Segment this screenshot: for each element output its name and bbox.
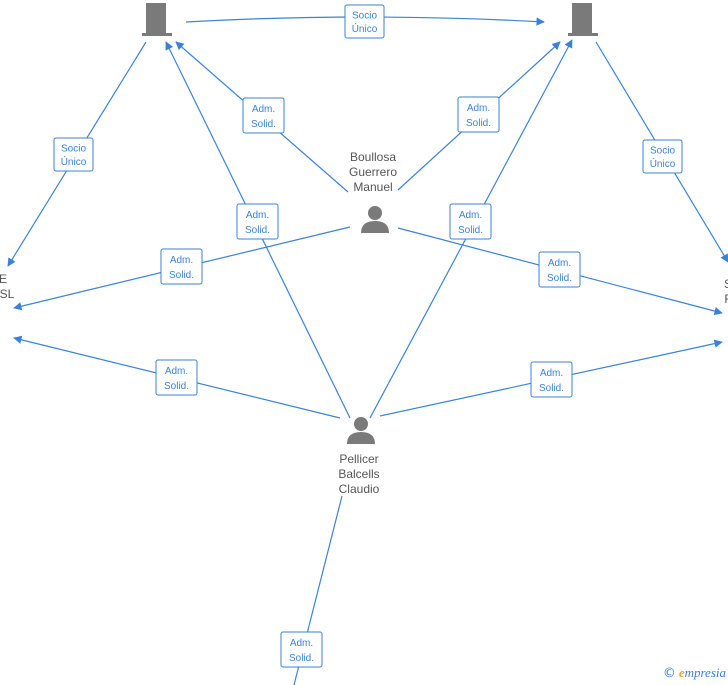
brand-name: mpresia	[684, 665, 726, 680]
company-name-line: F	[724, 292, 728, 306]
svg-text:Adm.: Adm.	[170, 255, 193, 266]
svg-text:Adm.: Adm.	[290, 638, 313, 649]
edge-label-e5: Adm. Solid.	[457, 96, 500, 133]
svg-text:Solid.: Solid.	[245, 225, 270, 236]
person-name-line: Pellicer	[339, 452, 378, 466]
svg-text:Adm.: Adm.	[540, 368, 563, 379]
building-icon[interactable]	[568, 3, 598, 36]
edge-label-e6: Adm. Solid.	[236, 203, 279, 240]
edge-label-e12: Adm. Solid.	[280, 631, 323, 668]
person-name-line: Guerrero	[349, 165, 397, 179]
person-name-line: Claudio	[339, 482, 380, 496]
svg-text:Solid.: Solid.	[289, 653, 314, 664]
building-icon[interactable]	[142, 3, 172, 36]
company-name-line: S	[724, 277, 728, 291]
edge-label-e1: Socio Único	[344, 4, 385, 39]
svg-text:Solid.: Solid.	[547, 273, 572, 284]
svg-text:Único: Único	[352, 22, 378, 35]
svg-text:Adm.: Adm.	[459, 210, 482, 221]
svg-text:Socio: Socio	[352, 11, 377, 22]
edge-label-e7: Adm. Solid.	[449, 203, 492, 240]
svg-text:Solid.: Solid.	[164, 381, 189, 392]
svg-text:Único: Único	[61, 155, 87, 168]
svg-text:Solid.: Solid.	[169, 270, 194, 281]
person-name-line: Balcells	[338, 467, 379, 481]
svg-text:Adm.: Adm.	[165, 366, 188, 377]
edge-label-e2: Socio Único	[53, 137, 94, 172]
edge-label-e4: Adm. Solid.	[242, 97, 285, 134]
svg-text:Solid.: Solid.	[539, 383, 564, 394]
edge-label-e10: Adm. Solid.	[155, 359, 198, 396]
person-icon	[347, 417, 375, 444]
svg-text:Socio: Socio	[650, 146, 675, 157]
edge-label-e9: Adm. Solid.	[538, 251, 581, 288]
svg-text:Socio: Socio	[61, 144, 86, 155]
company-name-line: E	[0, 272, 7, 286]
company-node-left-partial[interactable]: E SL	[0, 272, 15, 301]
edge-label-e11: Adm. Solid.	[530, 361, 573, 398]
company-node-right-partial[interactable]: S F	[724, 277, 728, 306]
person-name-line: Boullosa	[350, 150, 396, 164]
svg-text:Adm.: Adm.	[246, 210, 269, 221]
edge-label-e8: Adm. Solid.	[160, 248, 203, 285]
svg-text:Solid.: Solid.	[251, 119, 276, 130]
company-name-line: SL	[0, 287, 15, 301]
svg-text:Único: Único	[650, 157, 676, 170]
svg-text:Adm.: Adm.	[548, 258, 571, 269]
svg-text:Adm.: Adm.	[252, 104, 275, 115]
person-icon	[361, 206, 389, 233]
person-node-boullosa[interactable]: Boullosa Guerrero Manuel	[349, 150, 397, 233]
person-node-pellicer[interactable]: Pellicer Balcells Claudio	[338, 417, 380, 496]
brand-logo: ©empresia	[663, 665, 726, 681]
svg-text:Adm.: Adm.	[467, 103, 490, 114]
brand-initial: e	[678, 665, 685, 680]
svg-text:Solid.: Solid.	[466, 118, 491, 129]
person-name-line: Manuel	[353, 180, 392, 194]
copyright-symbol: ©	[662, 666, 676, 681]
svg-text:Solid.: Solid.	[458, 225, 483, 236]
edge-label-e3: Socio Único	[642, 139, 683, 174]
